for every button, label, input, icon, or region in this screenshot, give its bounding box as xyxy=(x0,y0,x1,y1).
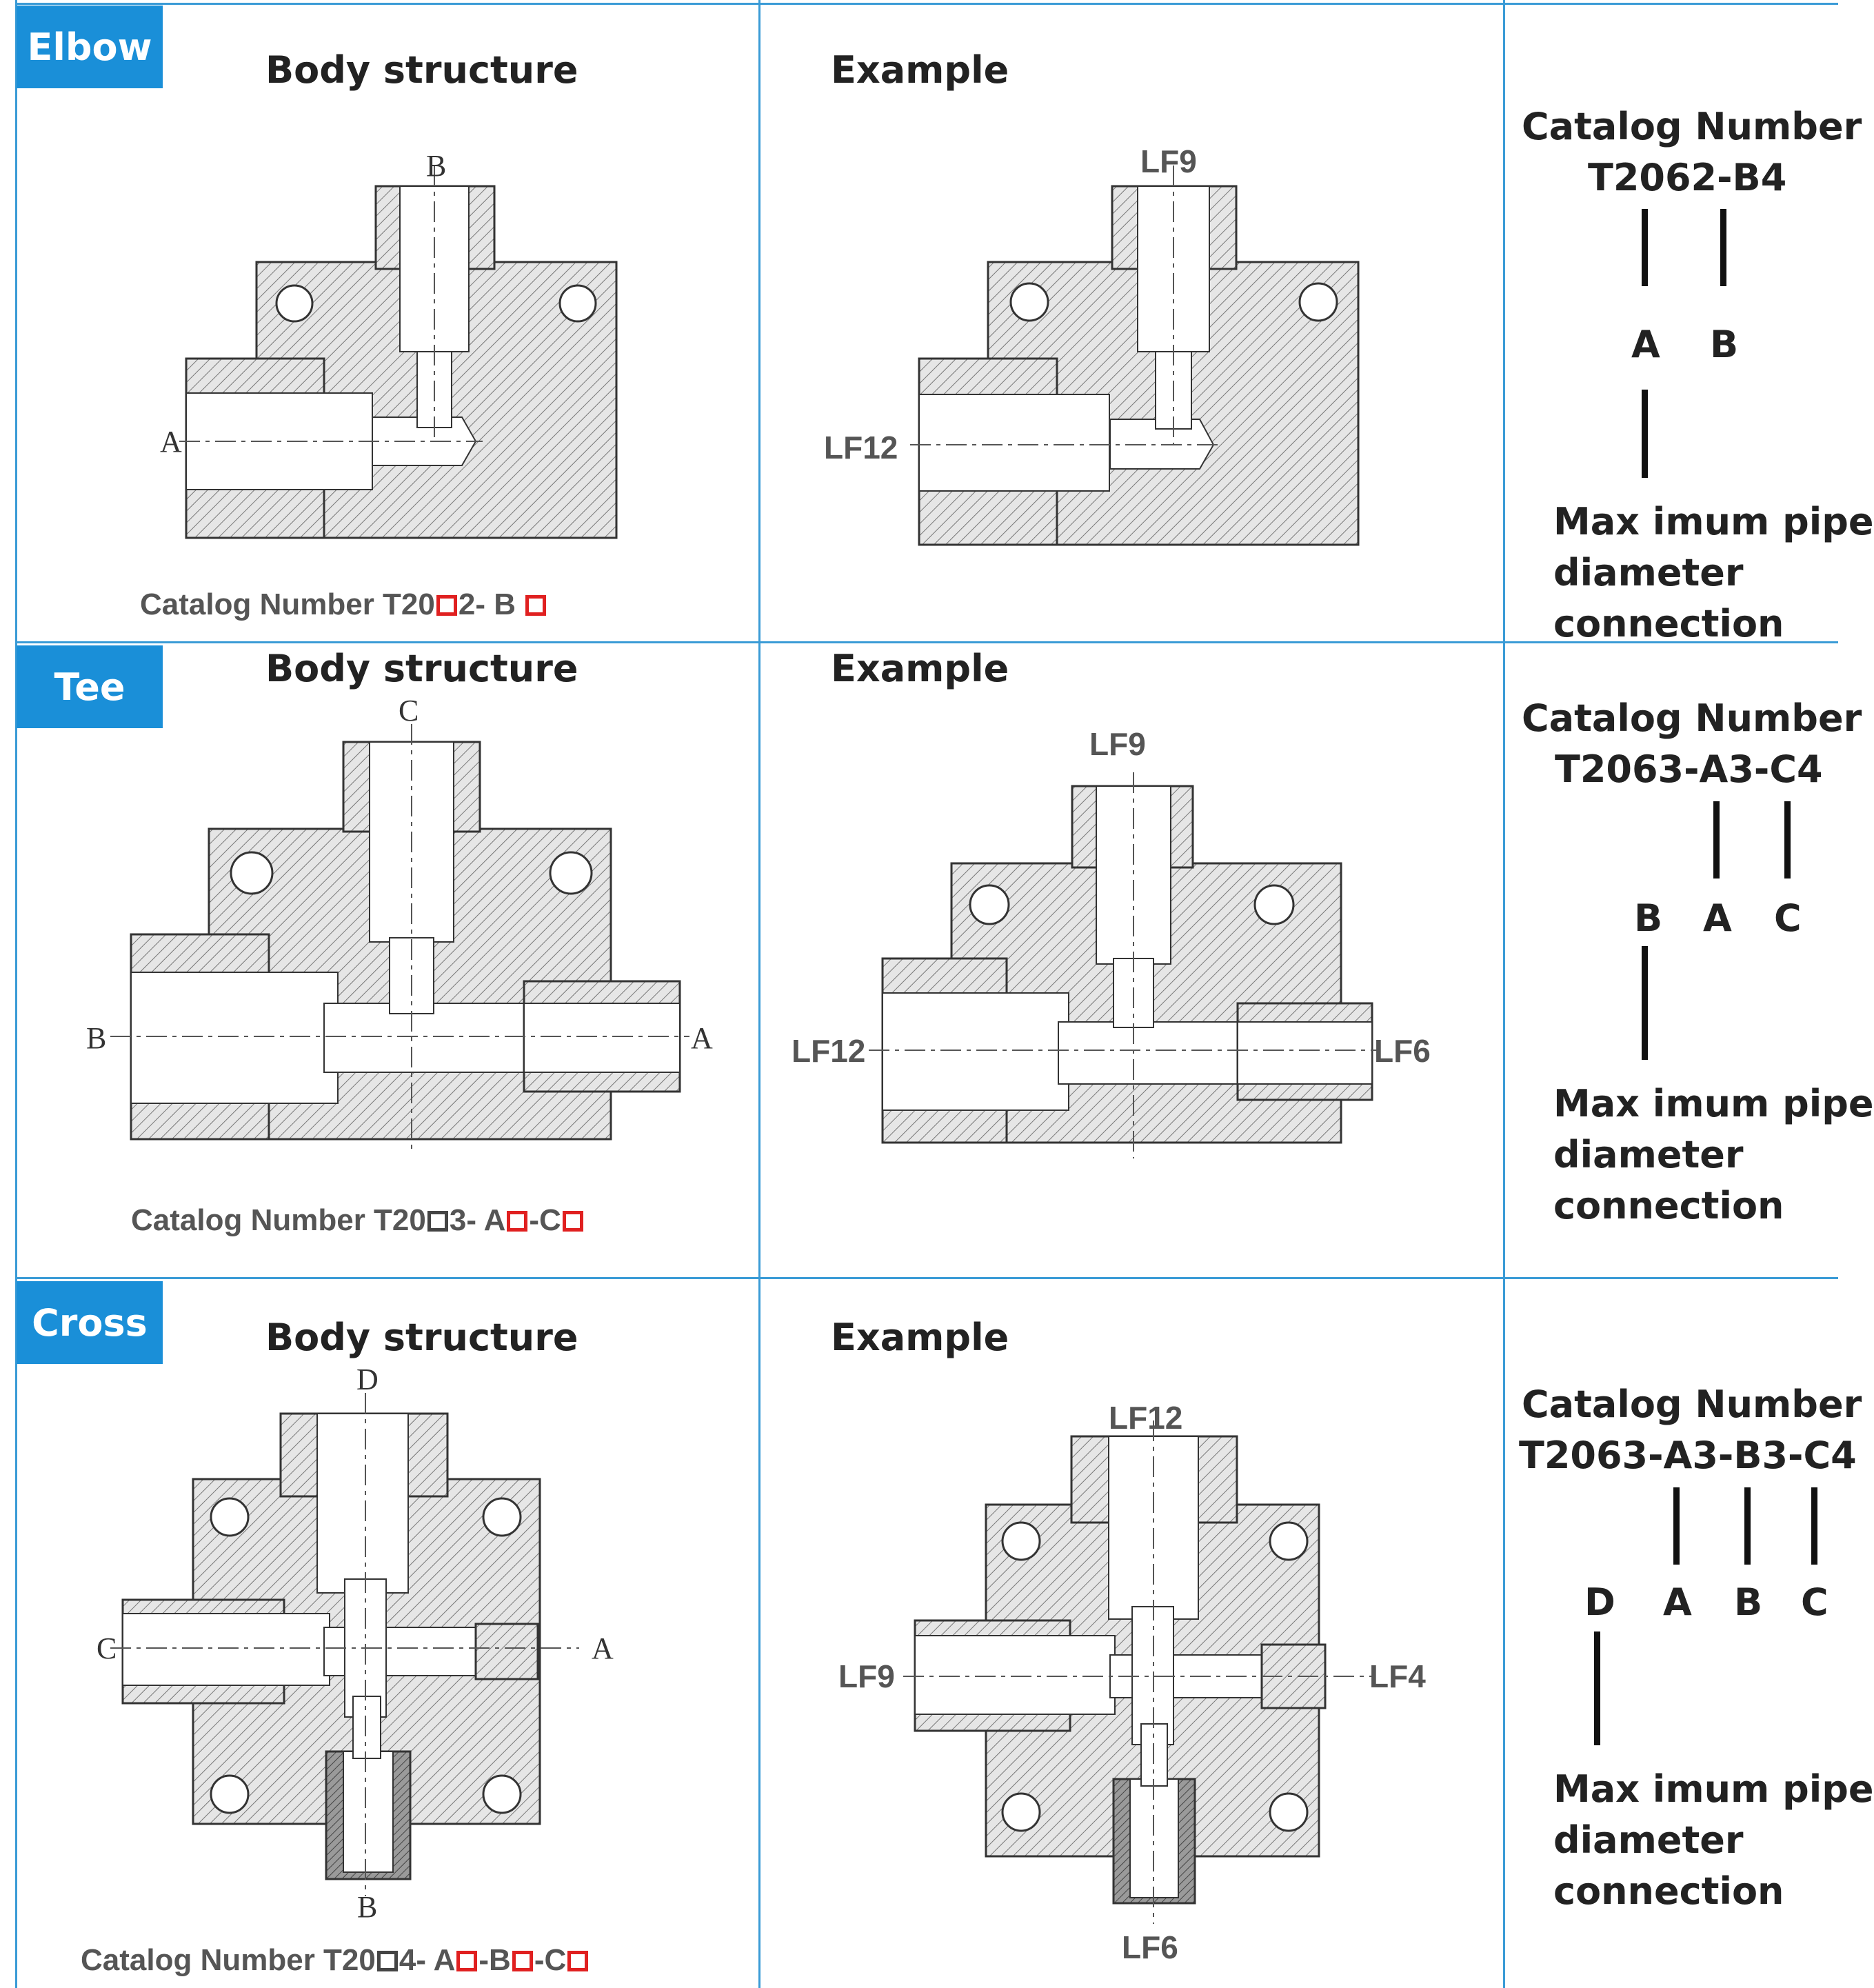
code-letter: C xyxy=(1774,896,1802,940)
note-line: diameter xyxy=(1553,551,1744,594)
note-line: diameter xyxy=(1553,1133,1744,1176)
caption-text: -C xyxy=(534,1943,567,1977)
max-pipe-note: Max imum pipe diameter connection xyxy=(1553,1078,1874,1232)
cross-example-drawing: LF9 LF12 LF4 LF6 xyxy=(838,1400,1426,1965)
catalog-number-label: Catalog Number xyxy=(1522,1383,1862,1426)
catalog-caption: Catalog Number T20 4- A -B -C xyxy=(81,1943,590,1978)
caption-text: Catalog Number T20 xyxy=(81,1943,376,1977)
grid-line xyxy=(15,1277,1838,1279)
note-line: Max imum pipe xyxy=(1553,500,1874,543)
leader-line xyxy=(1713,801,1720,878)
code-letter: A xyxy=(1703,896,1732,940)
placeholder-box xyxy=(562,1211,583,1232)
note-line: connection xyxy=(1553,1869,1784,1913)
code-letter: B xyxy=(1734,1580,1763,1624)
port-label-c: C xyxy=(399,694,419,727)
port-label-a: A xyxy=(691,1021,713,1055)
port-label-b: B xyxy=(357,1890,377,1924)
code-letter: A xyxy=(1631,323,1660,366)
elbow-body-drawing: A B xyxy=(160,149,618,539)
example-port-label: LF9 xyxy=(838,1658,895,1694)
example-title: Example xyxy=(831,48,1009,92)
leader-line xyxy=(1594,1631,1600,1745)
placeholder-box xyxy=(427,1211,448,1232)
catalog-caption: Catalog Number T20 3- A -C xyxy=(131,1203,585,1238)
catalog-number-value: T2063-A3-C4 xyxy=(1555,747,1823,791)
port-label-c: C xyxy=(97,1631,117,1665)
port-label-d: D xyxy=(356,1363,379,1396)
section-badge-cross: Cross xyxy=(17,1281,163,1364)
body-structure-title: Body structure xyxy=(265,647,578,690)
note-line: connection xyxy=(1553,602,1784,645)
catalog-number-label: Catalog Number xyxy=(1522,105,1862,148)
leader-line xyxy=(1720,209,1726,286)
note-line: connection xyxy=(1553,1184,1784,1227)
leader-line xyxy=(1744,1487,1751,1565)
port-label-a: A xyxy=(592,1631,614,1665)
note-line: Max imum pipe xyxy=(1553,1767,1874,1811)
grid-line xyxy=(15,3,1838,5)
caption-text: -B xyxy=(478,1943,511,1977)
caption-text: 3- A xyxy=(449,1203,506,1237)
example-port-label: LF9 xyxy=(1140,143,1197,179)
tee-example-drawing: LF12 LF9 LF6 xyxy=(792,726,1431,1158)
grid-line xyxy=(1503,0,1505,1988)
placeholder-box xyxy=(507,1211,528,1232)
section-badge-tee: Tee xyxy=(17,645,163,728)
caption-text: Catalog Number T20 xyxy=(140,588,435,621)
caption-text: 2- B xyxy=(458,588,516,621)
code-letter: C xyxy=(1801,1580,1828,1624)
catalog-number-value: T2063-A3-B3-C4 xyxy=(1519,1434,1857,1477)
code-letter: A xyxy=(1663,1580,1692,1624)
placeholder-box xyxy=(567,1951,589,1971)
example-title: Example xyxy=(831,1316,1009,1359)
tee-body-drawing: B C A xyxy=(86,694,713,1152)
example-port-label: LF12 xyxy=(824,430,898,465)
caption-text: 4- A xyxy=(399,1943,456,1977)
example-port-label: LF9 xyxy=(1089,726,1146,762)
grid-line xyxy=(758,0,760,1988)
body-structure-title: Body structure xyxy=(265,1316,578,1359)
code-letter: B xyxy=(1634,896,1663,940)
example-port-label: LF12 xyxy=(792,1033,865,1069)
caption-text: -C xyxy=(529,1203,561,1237)
leader-line xyxy=(1784,801,1791,878)
example-title: Example xyxy=(831,647,1009,690)
placeholder-box xyxy=(512,1951,533,1971)
elbow-example-drawing: LF12 LF9 xyxy=(824,143,1360,546)
code-letter: B xyxy=(1710,323,1739,366)
leader-line xyxy=(1811,1487,1817,1565)
placeholder-box xyxy=(436,595,457,616)
leader-line xyxy=(1673,1487,1680,1565)
leader-line xyxy=(1642,946,1648,1060)
example-port-label: LF6 xyxy=(1374,1033,1431,1069)
section-badge-elbow: Elbow xyxy=(17,6,163,88)
placeholder-box xyxy=(456,1951,478,1971)
catalog-caption: Catalog Number T20 2- B xyxy=(140,588,547,622)
max-pipe-note: Max imum pipe diameter connection xyxy=(1553,1764,1874,1917)
cross-body-drawing: C D A B xyxy=(97,1363,614,1924)
code-letter: D xyxy=(1584,1580,1615,1624)
port-label-b: B xyxy=(426,149,446,183)
example-port-label: LF12 xyxy=(1109,1400,1182,1436)
leader-line xyxy=(1642,390,1648,478)
grid-line xyxy=(15,0,17,1988)
placeholder-box xyxy=(525,595,547,616)
example-port-label: LF6 xyxy=(1122,1929,1178,1965)
catalog-number-value: T2062-B4 xyxy=(1588,156,1787,199)
port-label-b: B xyxy=(86,1021,106,1055)
grid-line xyxy=(15,641,1838,643)
body-structure-title: Body structure xyxy=(265,48,578,92)
port-label-a: A xyxy=(160,425,182,459)
example-port-label: LF4 xyxy=(1369,1658,1426,1694)
max-pipe-note: Max imum pipe diameter connection xyxy=(1553,496,1874,650)
note-line: diameter xyxy=(1553,1818,1744,1862)
catalog-number-label: Catalog Number xyxy=(1522,696,1862,740)
caption-text: Catalog Number T20 xyxy=(131,1203,426,1237)
placeholder-box xyxy=(376,1951,398,1971)
leader-line xyxy=(1642,209,1648,286)
note-line: Max imum pipe xyxy=(1553,1082,1874,1125)
